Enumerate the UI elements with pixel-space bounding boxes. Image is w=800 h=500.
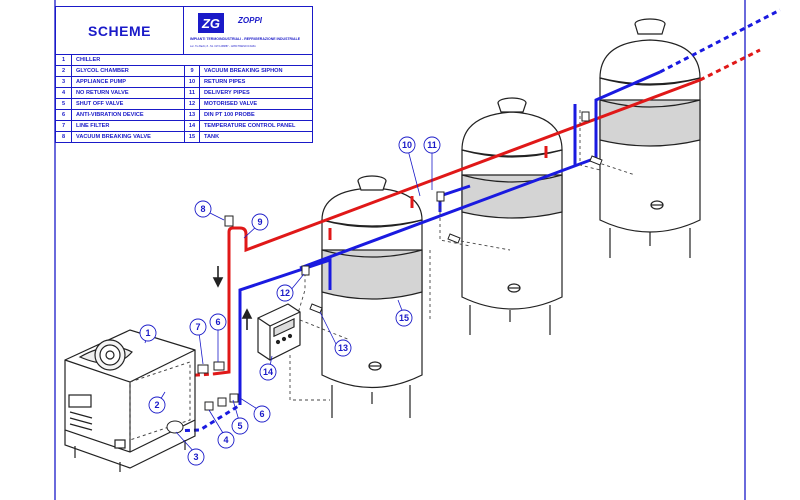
legend-num: 10 bbox=[184, 77, 200, 88]
callout-circle-3 bbox=[187, 448, 205, 466]
legend-num: 2 bbox=[56, 66, 72, 77]
legend-num: 3 bbox=[56, 77, 72, 88]
legend-row: 8 VACUUM BREAKING VALVE 15 TANK bbox=[56, 132, 312, 143]
callout-6b: 6 bbox=[259, 409, 265, 419]
callout-6a: 6 bbox=[215, 317, 221, 327]
brand-name: ZOPPI bbox=[238, 16, 263, 25]
legend-num: 15 bbox=[184, 132, 200, 143]
legend-label: TANK bbox=[204, 134, 220, 140]
callout-circle-10 bbox=[398, 136, 416, 154]
callout-9: 9 bbox=[257, 217, 263, 227]
tank-front bbox=[321, 175, 423, 418]
legend-label: NO RETURN VALVE bbox=[76, 90, 129, 96]
tank-middle bbox=[461, 97, 563, 335]
callout-circle-5 bbox=[231, 417, 249, 435]
legend-row: 5 SHUT OFF VALVE 12 MOTORISED VALVE bbox=[56, 99, 312, 110]
legend-row: 7 LINE FILTER 14 TEMPERATURE CONTROL PAN… bbox=[56, 121, 312, 132]
legend-label: CHILLER bbox=[76, 57, 101, 63]
legend-label: GLYCOL CHAMBER bbox=[76, 68, 129, 74]
legend-num: 5 bbox=[56, 99, 72, 110]
legend-num: 14 bbox=[184, 121, 200, 132]
legend-row: 3 APPLIANCE PUMP 10 RETURN PIPES bbox=[56, 77, 312, 88]
callout-15: 15 bbox=[398, 313, 409, 323]
legend-label: DIN PT 100 PROBE bbox=[204, 112, 255, 118]
callout-circles bbox=[139, 136, 441, 466]
inline-components bbox=[197, 361, 239, 411]
callout-1: 1 bbox=[145, 328, 151, 338]
callout-circle-6a bbox=[209, 313, 227, 331]
legend-num: 12 bbox=[184, 99, 200, 110]
callout-7: 7 bbox=[195, 322, 201, 332]
callout-circle-1 bbox=[139, 324, 157, 342]
brand-address: Loc. Tre Bachi, 8 - Tel. 0173-438887 - 1… bbox=[190, 45, 256, 48]
legend-num: 4 bbox=[56, 88, 72, 99]
vacuum-breaking-valve bbox=[224, 215, 234, 227]
callout-14: 14 bbox=[262, 367, 273, 377]
zg-logo-icon: ZG bbox=[198, 13, 224, 33]
legend-num: 13 bbox=[184, 110, 200, 121]
callout-2: 2 bbox=[154, 400, 160, 410]
legend-num: 6 bbox=[56, 110, 72, 121]
tank-far bbox=[599, 18, 701, 258]
callout-12: 12 bbox=[279, 288, 290, 298]
scheme-title: SCHEME bbox=[56, 7, 184, 54]
legend-table: 1 CHILLER 2 GLYCOL CHAMBER 9 VACUUM BREA… bbox=[56, 54, 312, 143]
glycol-chamber bbox=[129, 361, 191, 441]
temperature-probes bbox=[309, 155, 603, 314]
callout-circle-7 bbox=[189, 318, 207, 336]
legend-row: 4 NO RETURN VALVE 11 DELIVERY PIPES bbox=[56, 88, 312, 99]
callout-circle-2 bbox=[148, 396, 166, 414]
brand-subtitle: IMPIANTI TERMOINDUSTRIALI - REFRIGERAZIO… bbox=[190, 37, 301, 41]
callout-3: 3 bbox=[193, 452, 199, 462]
callout-11: 11 bbox=[427, 140, 437, 150]
legend-label: RETURN PIPES bbox=[204, 79, 246, 85]
callout-5: 5 bbox=[237, 421, 243, 431]
legend-label: APPLIANCE PUMP bbox=[76, 79, 127, 85]
legend-label: DELIVERY PIPES bbox=[204, 90, 250, 96]
callout-circle-13 bbox=[334, 339, 352, 357]
legend-num: 8 bbox=[56, 132, 72, 143]
legend-num: 1 bbox=[56, 55, 72, 66]
legend-label: SHUT OFF VALVE bbox=[76, 101, 124, 107]
callout-circle-11 bbox=[423, 136, 441, 154]
callout-8: 8 bbox=[200, 204, 206, 214]
brand-block: ZG ZOPPI IMPIANTI TERMOINDUSTRIALI - REF… bbox=[184, 7, 312, 54]
legend-label: VACUUM BREAKING SIPHON bbox=[204, 68, 283, 74]
motorised-valves bbox=[301, 111, 590, 276]
legend-label: LINE FILTER bbox=[76, 123, 110, 129]
legend-row: 6 ANTI-VIBRATION DEVICE 13 DIN PT 100 PR… bbox=[56, 110, 312, 121]
callout-circle-8 bbox=[194, 200, 212, 218]
callout-10: 10 bbox=[401, 140, 412, 150]
legend-num: 7 bbox=[56, 121, 72, 132]
legend-num: 9 bbox=[184, 66, 200, 77]
legend-label: VACUUM BREAKING VALVE bbox=[76, 134, 151, 140]
legend-row: 1 CHILLER bbox=[56, 55, 312, 66]
title-block: SCHEME ZG ZOPPI IMPIANTI TERMOINDUSTRIAL… bbox=[55, 6, 313, 143]
callout-circle-15 bbox=[395, 309, 413, 327]
callout-4: 4 bbox=[223, 435, 229, 445]
appliance-pump bbox=[166, 420, 184, 434]
temperature-control-panel bbox=[257, 303, 301, 361]
callout-circle-4 bbox=[217, 431, 235, 449]
logo-text: ZG bbox=[201, 16, 220, 31]
legend-num: 11 bbox=[184, 88, 200, 99]
legend-label: ANTI-VIBRATION DEVICE bbox=[76, 112, 144, 118]
legend-row: 2 GLYCOL CHAMBER 9 VACUUM BREAKING SIPHO… bbox=[56, 66, 312, 77]
callout-circle-9 bbox=[251, 213, 269, 231]
legend-label: MOTORISED VALVE bbox=[204, 101, 258, 107]
callout-circle-6b bbox=[253, 405, 271, 423]
callout-circle-14 bbox=[259, 363, 277, 381]
chiller-unit bbox=[64, 329, 196, 472]
legend-label: TEMPERATURE CONTROL PANEL bbox=[204, 123, 296, 129]
callout-13: 13 bbox=[337, 343, 348, 353]
flow-arrows bbox=[212, 266, 253, 330]
callout-circle-12 bbox=[276, 284, 294, 302]
